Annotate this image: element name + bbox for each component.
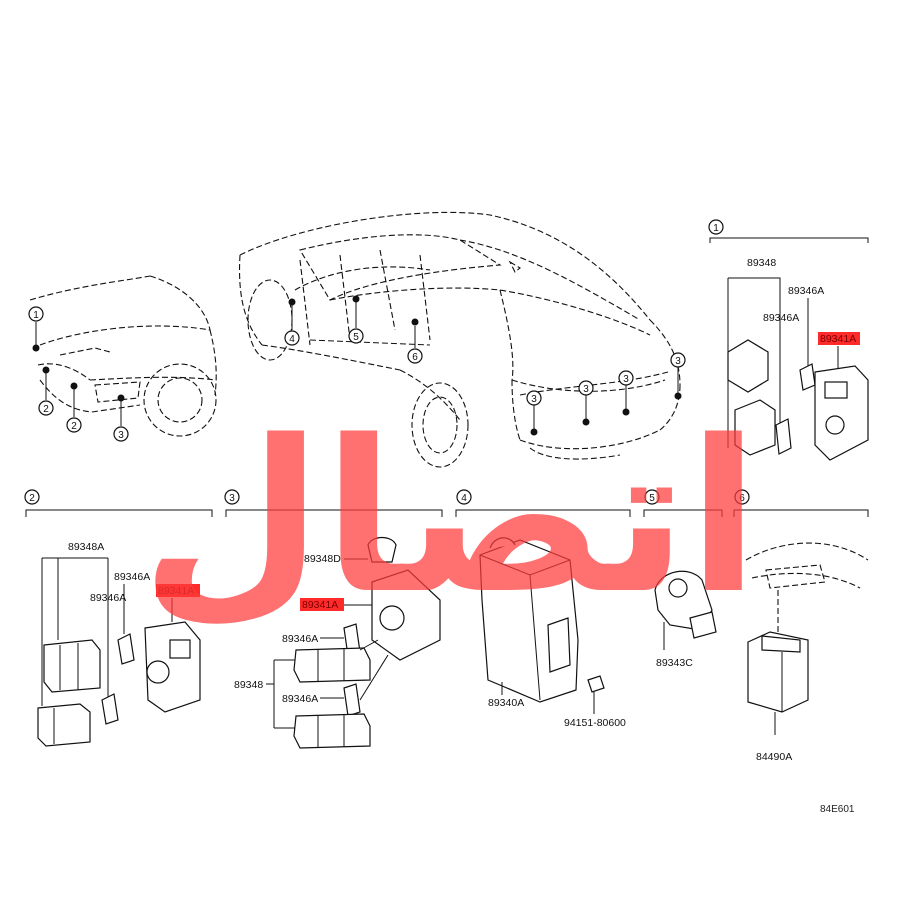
part-label-89346A: 89346A — [282, 633, 318, 645]
section-5: 5 89343C — [643, 489, 723, 669]
part-label-89340A: 89340A — [488, 697, 524, 709]
part-label-89348A: 89348A — [68, 541, 104, 553]
part-label-89348: 89348 — [747, 257, 776, 269]
callout-1: 1 — [33, 310, 39, 321]
front-car-illustration — [29, 275, 217, 437]
callout-2: 2 — [43, 404, 49, 415]
section-number: 3 — [229, 493, 235, 504]
section-number: 2 — [29, 493, 35, 504]
part-label-89346A: 89346A — [282, 693, 318, 705]
highlight-marker — [818, 332, 860, 345]
part-label-89341A: 89341A — [820, 333, 856, 345]
part-label-89343C: 89343C — [656, 657, 693, 669]
section-number: 6 — [739, 493, 745, 504]
callout-3: 3 — [531, 394, 537, 405]
part-label-89346A: 89346A — [788, 285, 824, 297]
callout-3: 3 — [583, 384, 589, 395]
part-label-94151-80600: 94151-80600 — [564, 717, 626, 729]
rear-car-illustration — [239, 211, 681, 468]
highlight-marker — [300, 598, 344, 611]
part-label-89341A: 89341A — [158, 585, 194, 597]
section-6: 6 84490A — [733, 489, 869, 763]
part-label-89346A: 89346A — [763, 312, 799, 324]
section-number: 5 — [649, 493, 655, 504]
watermark-text: اتصال — [141, 395, 760, 640]
part-label-84490A: 84490A — [756, 751, 792, 763]
section-4: 4 89340A 94151-80600 — [455, 489, 631, 729]
section-number: 1 — [713, 223, 719, 234]
part-label-89348: 89348 — [234, 679, 263, 691]
callout-circle — [28, 306, 44, 322]
callout-2: 2 — [71, 421, 77, 432]
callout-4: 4 — [289, 334, 295, 345]
part-label-89346A: 89346A — [114, 571, 150, 583]
callout-6: 6 — [412, 352, 418, 363]
callout-5: 5 — [353, 332, 359, 343]
callout-3: 3 — [623, 374, 629, 385]
rear-callouts: 4 5 6 3 3 3 3 — [284, 295, 686, 436]
part-label-89348D: 89348D — [304, 553, 341, 565]
callout-3: 3 — [118, 430, 124, 441]
part-label-89341A: 89341A — [302, 599, 338, 611]
watermark-logo: اتصال — [141, 395, 760, 640]
section-2: 2 89348A 89346A 89346A 89341A — [24, 489, 213, 747]
part-label-89346A: 89346A — [90, 592, 126, 604]
front-callouts: 1 2 2 3 — [28, 306, 129, 442]
callout-3: 3 — [675, 356, 681, 367]
section-1: 1 89348 89346A 89346A 89341A — [708, 219, 869, 461]
highlight-marker — [156, 584, 200, 597]
section-3: 3 89348D 89341A 89346A 89348 89346A — [224, 489, 443, 749]
section-number: 4 — [461, 493, 467, 504]
diagram-code: 84E601 — [820, 804, 855, 815]
